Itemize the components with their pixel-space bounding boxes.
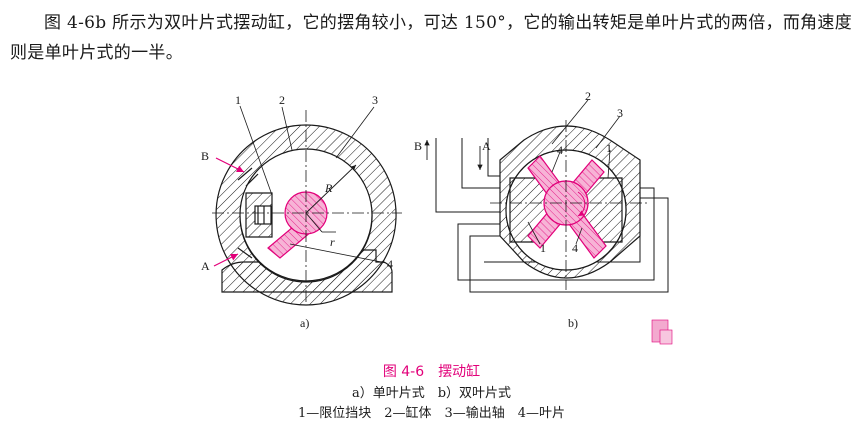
label-a-B: B [201, 149, 209, 163]
label-a-4: 4 [387, 257, 393, 271]
page-corner-icon [651, 319, 673, 345]
figure-caption-subtitle: a）单叶片式 b）双叶片式 [351, 386, 512, 401]
label-b-2: 2 [585, 89, 591, 103]
figure-b-double-vane [424, 99, 669, 293]
label-a-3: 3 [372, 93, 378, 107]
label-b-4-top: 4 [557, 143, 563, 157]
label-b-B: B [414, 139, 422, 153]
label-a-2: 2 [279, 93, 285, 107]
label-a-A: A [201, 259, 210, 273]
label-b-1-bottom: 1 [540, 241, 546, 255]
figure-caption-title: 图 4-6 摆动缸 [382, 364, 481, 380]
label-b-3: 3 [617, 106, 623, 120]
label-a-r: r [330, 235, 335, 249]
label-b-1-right: 1 [606, 141, 612, 155]
figure-b-labels: 2 3 4 1 1 4 B A b) [414, 89, 623, 330]
figure-a-sublabel: a) [300, 316, 309, 330]
label-a-R: R [324, 181, 333, 195]
label-b-4-bottom: 4 [572, 241, 578, 255]
figure-a-single-vane [212, 105, 402, 306]
figure-a-labels: 1 2 3 4 B A R r a) [201, 93, 393, 330]
body-paragraph: 图 4-6b 所示为双叶片式摆动缸，它的摆角较小，可达 150°，它的输出转矩是… [10, 13, 853, 63]
label-b-A: A [482, 139, 491, 153]
figure-b-sublabel: b) [568, 316, 578, 330]
label-a-1: 1 [235, 93, 241, 107]
figure-caption-legend: 1—限位挡块 2—缸体 3—输出轴 4—叶片 [297, 406, 566, 421]
